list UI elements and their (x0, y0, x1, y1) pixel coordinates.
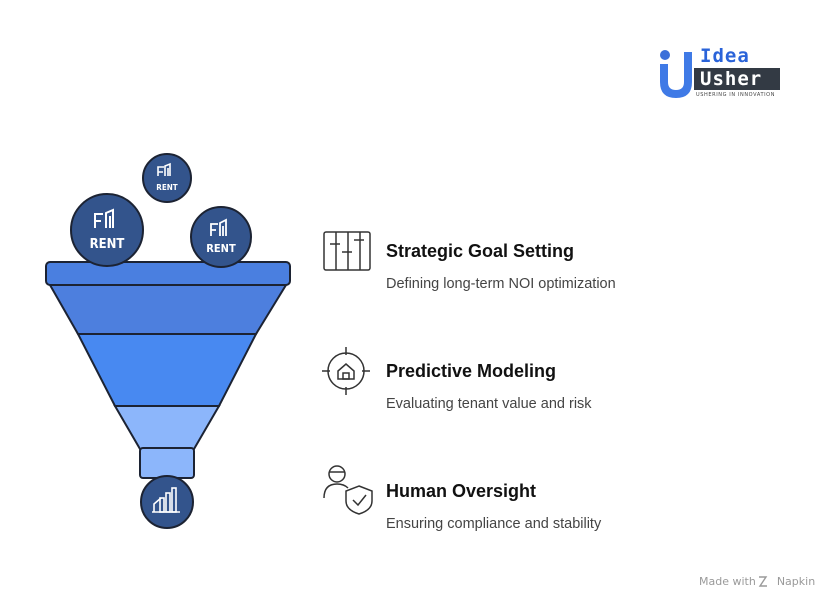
rent-building-icon (94, 208, 114, 228)
logo-mark-icon (660, 50, 692, 98)
napkin-brand: Napkin (776, 575, 816, 588)
person-shield-icon (323, 465, 373, 515)
funnel-tier-3 (113, 405, 221, 450)
growth-chart-badge (140, 475, 194, 529)
rent-badge-top: RENT (142, 153, 192, 203)
rent-building-icon (157, 162, 171, 176)
funnel-tier-2 (76, 333, 258, 407)
logo-usher-background (694, 68, 780, 90)
funnel-rim (45, 261, 291, 286)
strategy-board-icon (323, 231, 371, 271)
funnel-tier-1 (48, 284, 288, 335)
step-1-title: Strategic Goal Setting (386, 241, 575, 261)
step-2-description: Evaluating tenant value and risk (386, 396, 592, 412)
logo-word-usher: Usher (700, 68, 763, 90)
step-1-description: Defining long-term NOI optimization (386, 276, 616, 292)
rent-label: RENT (206, 242, 236, 255)
napkin-logo-icon (758, 576, 768, 587)
rent-building-icon (210, 218, 227, 236)
target-house-icon (322, 347, 370, 395)
funnel-spout (139, 447, 195, 479)
rent-badge-right: RENT (190, 206, 252, 268)
growth-chart-icon (152, 487, 180, 513)
made-with-napkin[interactable]: Made with Napkin (699, 575, 815, 588)
rent-label: RENT (90, 237, 125, 252)
idea-usher-logo: Idea Usher USHERING IN INNOVATION (656, 45, 786, 100)
made-with-label: Made with (699, 575, 756, 588)
step-3-description: Ensuring compliance and stability (386, 516, 602, 532)
step-3-title: Human Oversight (386, 481, 537, 501)
logo-word-idea: Idea (700, 45, 750, 67)
logo-tagline: USHERING IN INNOVATION (696, 92, 776, 98)
rent-badge-left: RENT (70, 193, 144, 267)
rent-label: RENT (156, 183, 177, 192)
step-2-title: Predictive Modeling (386, 361, 557, 381)
